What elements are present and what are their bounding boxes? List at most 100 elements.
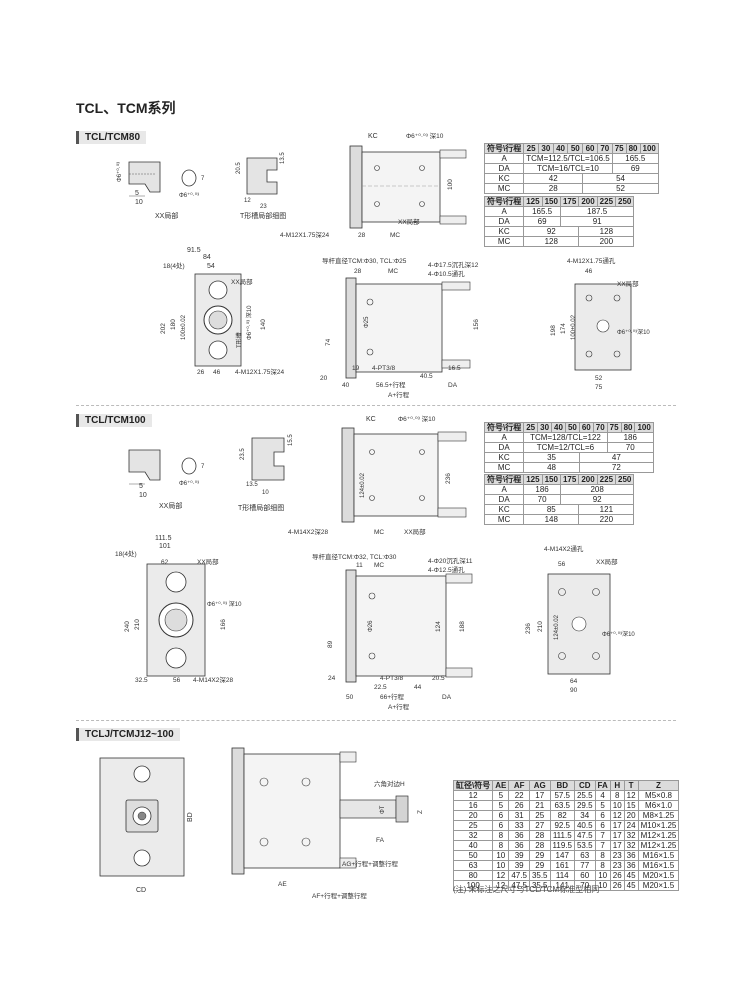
table-cell: 45	[623, 880, 639, 891]
table-header-cell: 70	[592, 422, 608, 433]
table-cell: 17	[609, 820, 625, 831]
table-header-cell: 125	[523, 474, 543, 485]
section-divider-2	[76, 720, 676, 721]
dim-202: 202	[160, 323, 167, 334]
table-cell: 20	[452, 810, 494, 821]
table-cell: 28	[523, 183, 584, 194]
table-cell: 63	[452, 860, 494, 871]
dim-56: 56	[173, 677, 181, 684]
table-cell: 47.5	[508, 870, 530, 881]
xx-local-label: XX局部	[398, 217, 420, 226]
table-cell: M8×1.25	[637, 810, 680, 821]
table-cell: 20	[623, 810, 639, 821]
table-cell: DA	[483, 163, 525, 174]
table-cell: 57.5	[549, 790, 575, 801]
xx-detail-drawing-100: 5 10 7 Φ6⁺⁰·⁰³ XX局部	[128, 449, 205, 510]
rear-thru-label: 4-M12X1.75通孔	[567, 256, 616, 265]
table-cell: 12	[492, 880, 510, 891]
t-slot-detail-drawing-80: 20.5 13.5 12 23 T形槽局部细图	[236, 152, 286, 220]
table-cell: 36	[623, 860, 639, 871]
dim-r52: 52	[595, 375, 603, 382]
table-header-cell: 200	[578, 474, 598, 485]
table-cell: 48	[523, 462, 580, 473]
table-cell: 25	[528, 810, 551, 821]
table-header-cell: 75	[606, 422, 622, 433]
table-header-cell: 50	[564, 422, 580, 433]
table-cell: A	[483, 484, 525, 495]
dim-fa: FA	[376, 837, 385, 844]
dim-166: 166	[220, 619, 227, 630]
dim-236: 236	[445, 473, 452, 484]
table-cell: 60	[573, 870, 596, 881]
table-cell: 32	[452, 830, 494, 841]
table-header-cell: 40	[551, 422, 566, 433]
dim-24: 24	[328, 675, 336, 682]
table-cell: TCM=128/TCL=122	[523, 432, 608, 443]
table-cell: 22	[508, 790, 530, 801]
dim-c11: 11	[356, 562, 363, 569]
dim-40: 40	[342, 382, 350, 389]
table-cell: TCM=16/TCL=10	[523, 163, 613, 174]
table-cell: MC	[483, 462, 525, 473]
table-header-cell: 250	[615, 196, 635, 207]
table-cell: 15	[623, 800, 639, 811]
dim-405: 40.5	[420, 373, 433, 380]
table-header-cell: 30	[537, 422, 553, 433]
dim-225: 22.5	[374, 684, 387, 691]
dim-r56: 56	[558, 561, 566, 568]
table-cell: 10	[492, 860, 510, 871]
side-view-drawing-80: 导杆直径TCM:Φ30, TCL:Φ25 28 MC 4-Φ17.5沉孔深12 …	[320, 256, 480, 399]
table-cell: 47	[578, 452, 654, 463]
table-cell: MC	[483, 514, 525, 525]
table-cell: 17	[528, 790, 551, 801]
table-cell: 40.5	[573, 820, 596, 831]
table-cell: 187.5	[559, 206, 635, 217]
dim-62: 62	[161, 559, 169, 566]
table-header-cell: 175	[559, 196, 580, 207]
hole-counterbore-label: 4-Φ20沉孔深11	[428, 556, 473, 565]
hole-thru-label: 4-Φ12.5通孔	[428, 565, 465, 574]
t-slot-caption-80: T形槽局部细图	[240, 211, 286, 220]
table-header-cell: 80	[625, 143, 641, 154]
pt-thread-label: 4-PT3/8	[372, 365, 396, 372]
table-cell: 92	[559, 494, 635, 505]
dim-50: 50	[346, 694, 354, 701]
rear-view-drawing-80: 4-M12X1.75通孔 46 XX局部 198 174 100±0.02 Φ6…	[550, 256, 650, 391]
section-tag-tcm80: TCL/TCM80	[76, 131, 146, 144]
table-cell: M10×1.25	[637, 820, 680, 831]
table-cell: 7	[594, 830, 611, 841]
table-header-cell: H	[609, 780, 625, 791]
dim-7: 7	[201, 464, 205, 470]
pt-thread-label: 4-PT3/8	[380, 675, 404, 682]
front-view-drawing-80: 91.5 84 54 18(4处) XX局部 202 180 100±0.02 …	[160, 247, 285, 376]
hole-counterbore-label: 4-Φ17.5沉孔深12	[428, 260, 479, 269]
table-cell: 47.5	[573, 830, 596, 841]
table-cell: 26	[609, 870, 625, 881]
table-cell: KC	[483, 504, 525, 515]
table-cell: A	[483, 153, 525, 164]
rear-xx-label: XX局部	[617, 279, 639, 288]
dim-10: 10	[135, 199, 143, 206]
dim-phi6-b: Φ6⁺⁰·⁰³	[179, 192, 199, 199]
table-cell: 35	[523, 452, 580, 463]
table-cell: 121	[578, 504, 635, 515]
dim-r100: 100±0.02	[571, 314, 577, 340]
dim-r90: 90	[570, 687, 578, 694]
rear-bore-label: Φ6⁺⁰·⁰³深10	[617, 328, 650, 336]
dim-ae: AE	[278, 881, 287, 888]
dim-10b: 10	[262, 490, 269, 496]
table-cell: 82	[549, 810, 575, 821]
table-cell: 12	[623, 790, 639, 801]
table-cell: DA	[483, 216, 525, 227]
table-header-cell: 250	[615, 474, 635, 485]
table-header-cell: FA	[594, 780, 611, 791]
